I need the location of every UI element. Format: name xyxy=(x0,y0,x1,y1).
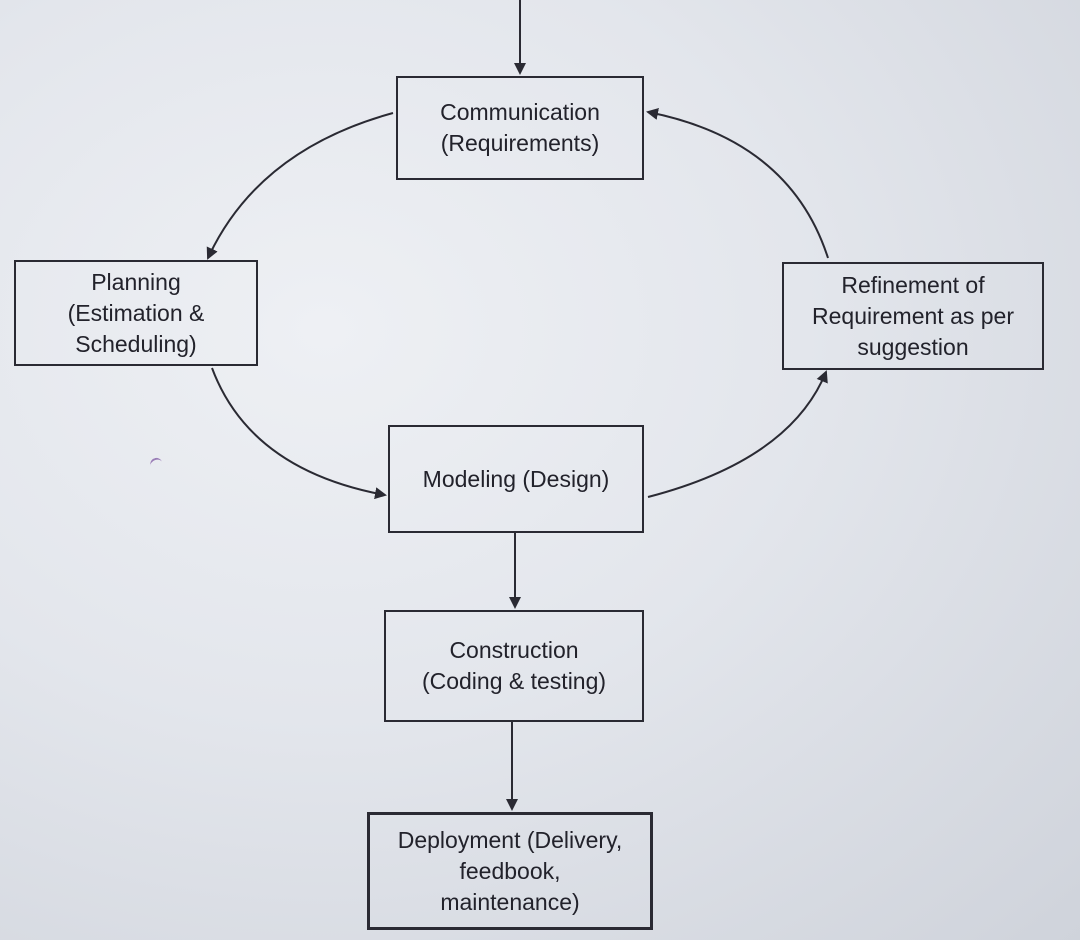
node-modeling-label: Modeling (Design) xyxy=(422,465,610,492)
node-deployment-label: Deployment (Delivery, feedbook, maintena… xyxy=(397,826,623,915)
node-construction: Construction (Coding & testing) xyxy=(384,610,644,722)
node-deployment: Deployment (Delivery, feedbook, maintena… xyxy=(367,812,653,930)
node-refinement: Refinement of Requirement as per suggest… xyxy=(782,262,1044,370)
node-communication: Communication (Requirements) xyxy=(396,76,644,180)
edge-modeling-to-refinement xyxy=(647,370,828,498)
node-refinement-label: Refinement of Requirement as per suggest… xyxy=(812,271,1014,360)
node-modeling: Modeling (Design) xyxy=(388,425,644,533)
node-planning-label: Planning (Estimation & Scheduling) xyxy=(67,268,205,357)
edge-communication-to-planning xyxy=(206,112,394,260)
node-construction-label: Construction (Coding & testing) xyxy=(421,637,607,694)
edge-refinement-to-communication xyxy=(646,108,829,259)
node-communication-label: Communication (Requirements) xyxy=(440,99,600,156)
edge-planning-to-modeling xyxy=(211,367,387,500)
node-planning: Planning (Estimation & Scheduling) xyxy=(14,260,258,366)
